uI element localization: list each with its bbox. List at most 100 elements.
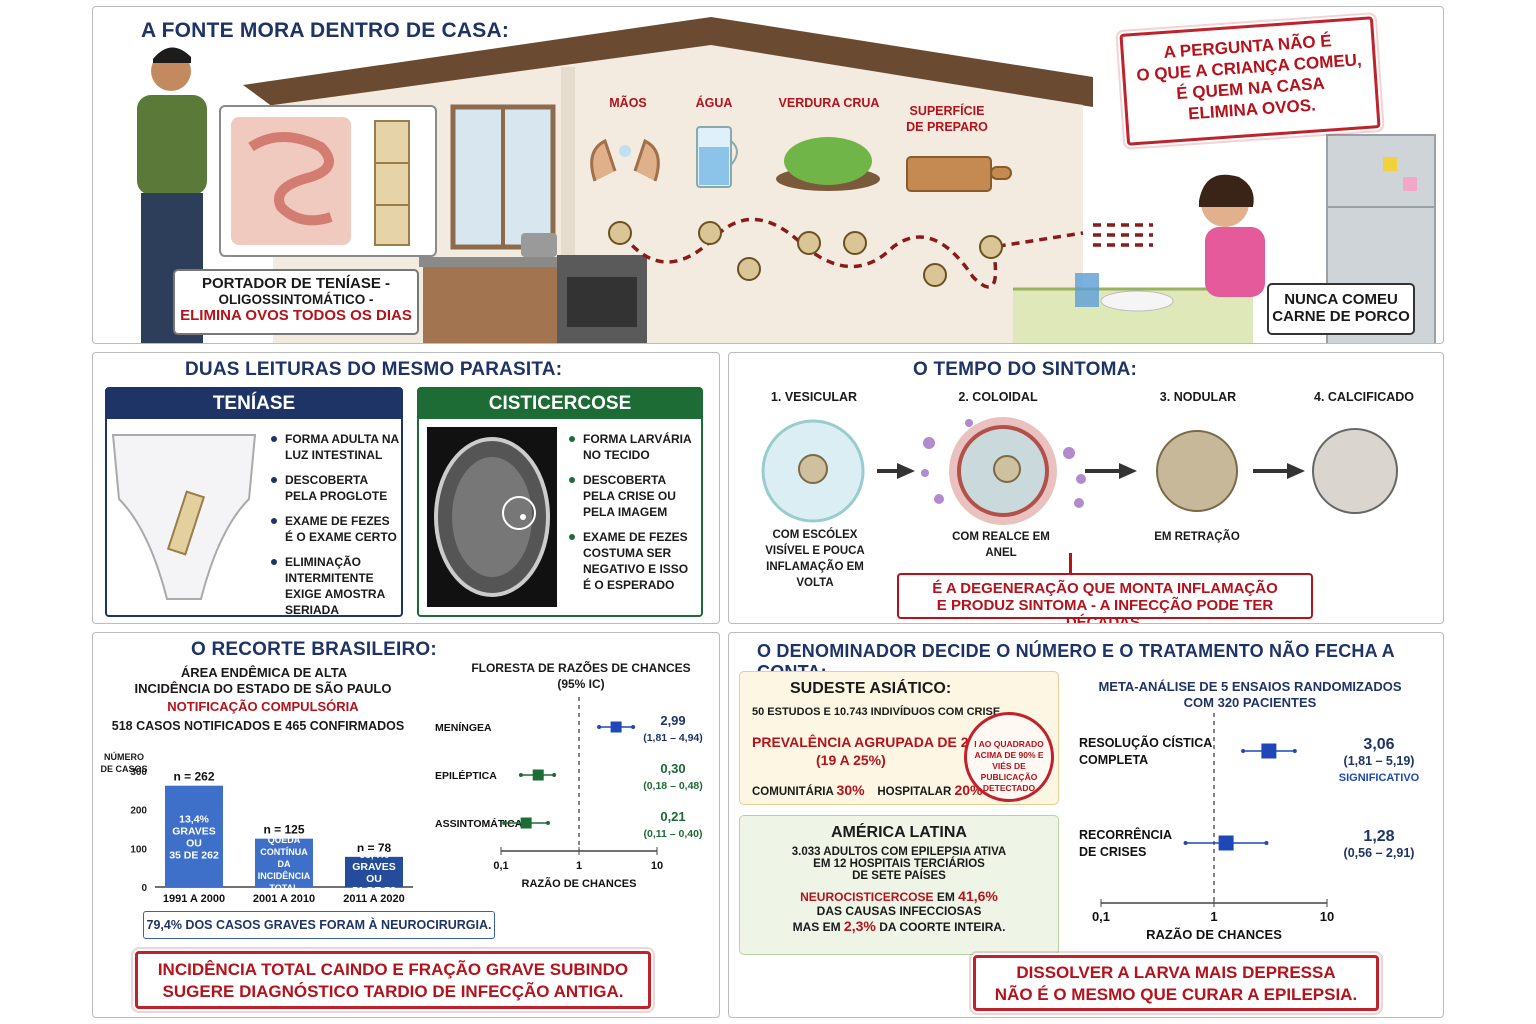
forest-2-tick-label-2: 10 [1320,909,1334,924]
forest-2-ci-lo-0 [1241,749,1246,753]
cutting-board-icon [906,156,1012,192]
latam-l6b: 2,3% [843,918,876,934]
latam-line-4: NEUROCISTICERCOSE EM 41,6% [740,888,1058,904]
forest-2-ci-text-0: (1,81 – 5,19) [1344,754,1415,768]
forest-1-ci-text-1: (0,18 – 0,48) [643,780,703,792]
forest-2-tick-label-0: 0,1 [1092,909,1110,924]
seal-line-3: VIÉS DE PUBLICAÇÃO [980,761,1038,782]
teniase-bullet-1: FORMA ADULTA NA LUZ INTESTINAL [271,431,401,463]
sea-prev-2: (19 A 25%) [816,752,886,768]
forest-1-row-label-0: MENÍNGEA [435,721,492,734]
neurosurgery-note: 79,4% DOS CASOS GRAVES FORAM À NEUROCIRU… [143,911,495,939]
brain-scan-icon [427,427,557,607]
forest-2-tick-label-1: 1 [1210,909,1217,924]
bar-0 [165,785,223,887]
forest-1-ci-lo-2 [502,821,507,825]
latam-line-6: MAS EM 2,3% DA COORTE INTEIRA. [740,918,1058,934]
seal-line-2: ACIMA DE 90% E [974,750,1044,760]
brazil-cases: 518 CASOS NOTIFICADOS E 465 CONFIRMADOS [111,719,405,733]
forest-1-point-0 [610,721,622,733]
stage-1-name: 1. VESICULAR [770,390,858,404]
forest-2-ci-lo-1 [1183,841,1188,845]
two-readings-panel: DUAS LEITURAS DO MESMO PARASITA: TENÍASE… [92,352,720,624]
forest-1-row-label-1: EPILÉPTICA [435,769,497,782]
seal-line-1: I AO QUADRADO [974,739,1044,749]
latam-card: AMÉRICA LATINA 3.033 ADULTOS COM EPILEPS… [739,815,1059,955]
latam-l6c: DA COORTE INTEIRA. [879,920,1006,934]
latam-l6a: MAS EM [792,920,841,934]
house-illustration [137,17,1436,343]
underwear-icon [111,434,257,600]
treatment-stamp: DISSOLVER A LARVA MAIS DEPRESSA NÃO É O … [973,955,1379,1011]
latam-nc-label: NEUROCISTICERCOSE [800,890,934,904]
forest-1-ci-lo-1 [518,773,523,777]
forest-1-ci-hi-0 [631,725,636,729]
sea-hosp-label: HOSPITALAR [877,786,952,798]
bar-category-2: 2011 A 2020 [343,893,405,905]
child-label: NUNCA COMEU CARNE DE PORCO [1267,283,1415,335]
route-agua: ÁGUA [695,96,733,110]
lettuce-icon [776,137,880,191]
hands-icon [590,138,660,182]
latam-line-5: DAS CAUSAS INFECCIOSAS [816,904,982,918]
brazil-notif: NOTIFICAÇÃO COMPULSÓRIA [167,699,359,714]
sea-studies: 50 ESTUDOS E 10.743 INDIVÍDUOS COM CRISE [752,706,1001,718]
callout-line-1: É A DEGENERAÇÃO QUE MONTA INFLAMAÇÃO [932,580,1278,597]
sea-com-label: COMUNITÁRIA [752,786,834,798]
bar-1 [255,838,313,887]
latam-nc-mid: EM [936,890,955,904]
symptom-time-panel: O TEMPO DO SINTOMA: 1. VESICULAR 2. COLO… [728,352,1444,624]
water-glass-icon [696,126,738,188]
top-title: A FONTE MORA DENTRO DE CASA: [141,19,510,42]
bar-top-label-1: n = 125 [263,823,304,837]
intestine-icon [231,117,410,246]
cisticercose-header: CISTICERCOSE [419,389,701,419]
forest-1-tick-label-1: 1 [576,860,582,872]
symptom-time-title: O TEMPO DO SINTOMA: [913,359,1138,380]
treatment-stamp-line-2: NÃO É O MESMO QUE CURAR A EPILEPSIA. [994,985,1358,1004]
latam-line-3: DE SETE PAÍSES [852,870,946,882]
carrier-line-3: ELIMINA OVOS TODOS OS DIAS [180,307,412,324]
stage-1-desc: COM ESCÓLEX VISÍVEL E POUCA INFLAMAÇÃO E… [765,529,865,589]
child-line-1: NUNCA COMEU [1284,291,1398,308]
callout-arrow [1069,553,1072,573]
forest-2-x-label: RAZÃO DE CHANCES [1146,927,1282,942]
forest-1-x-label: RAZÃO DE CHANCES [522,877,637,890]
latam-nc-val: 41,6% [958,888,998,904]
route-maos: MÃOS [609,96,647,110]
forest-1-tick-label-2: 10 [651,860,663,872]
forest-2-ci-hi-0 [1292,749,1297,753]
forest-1-ci-text-2: (0,11 – 0,40) [644,828,703,840]
brazil-stamp-line-2: SUGERE DIAGNÓSTICO TARDIO DE INFECÇÃO AN… [162,982,624,1001]
sea-title: SUDESTE ASIÁTICO: [790,680,952,697]
latam-line-1: 3.033 ADULTOS COM EPILEPSIA ATIVA [791,846,1007,858]
forest-2-note-0: SIGNIFICATIVO [1339,772,1420,784]
intestine-inset [219,105,437,257]
meta-title-2: COM 320 PACIENTES [1183,695,1317,710]
two-readings-title: DUAS LEITURAS DO MESMO PARASITA: [185,359,563,380]
forest-1-tick-label-0: 0,1 [493,860,508,872]
carrier-label: PORTADOR DE TENÍASE - OLIGOSSINTOMÁTICO … [173,269,419,335]
stage-4-name: 4. CALCIFICADO [1314,390,1414,404]
stage-2-desc: COM REALCE EM ANEL [952,531,1050,559]
meta-title-1: META-ANÁLISE DE 5 ENSAIOS RANDOMIZADOS [1098,679,1402,694]
neurosurgery-text: 79,4% DOS CASOS GRAVES FORAM À NEUROCIRU… [146,918,492,932]
forest-2-or-1: 1,28 [1363,828,1394,845]
forest-1-or-2: 0,21 [660,809,685,824]
brazil-stamp-line-1: INCIDÊNCIA TOTAL CAINDO E FRAÇÃO GRAVE S… [157,960,629,979]
cisticercose-bullets: FORMA LARVÁRIA NO TECIDO DESCOBERTA PELA… [569,431,699,602]
latam-line-2: EM 12 HOSPITAIS TERCIÁRIOS [813,858,985,870]
sea-split: COMUNITÁRIA 30% HOSPITALAR 20% [752,782,983,798]
teniase-header: TENÍASE [107,389,401,419]
carrier-line-1: PORTADOR DE TENÍASE - [201,275,391,292]
forest-1-point-2 [520,817,532,829]
question-stamp: A PERGUNTA NÃO É O QUE A CRIANÇA COMEU, … [1119,16,1381,146]
bar-y-tick-0: 0 [141,883,147,894]
